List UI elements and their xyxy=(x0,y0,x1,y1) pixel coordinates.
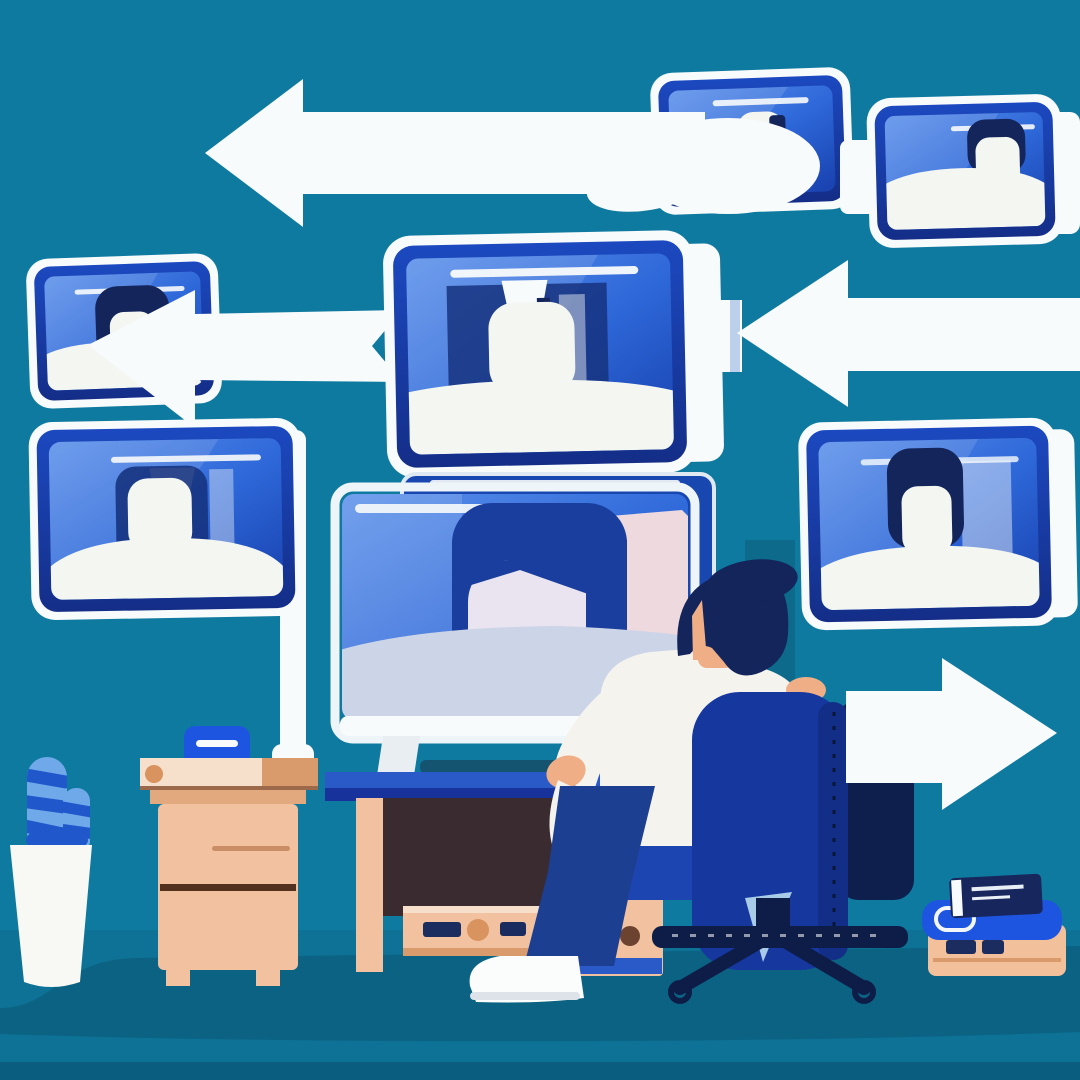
tray-under-line xyxy=(140,786,318,790)
avatar-head xyxy=(127,477,193,553)
avatar-body xyxy=(884,168,1046,231)
cactus-band xyxy=(27,795,67,814)
console-port xyxy=(500,922,526,936)
man-left-arm xyxy=(555,662,670,792)
console-knob xyxy=(467,919,489,941)
cactus-band xyxy=(27,768,67,789)
blue-box-stripe xyxy=(196,740,238,747)
cabinet-foot xyxy=(166,968,190,986)
book-top-spine xyxy=(951,879,963,917)
screen-top-far-right xyxy=(866,94,1064,248)
arrow-shape xyxy=(737,260,1080,407)
book-top-text-line xyxy=(971,884,1024,892)
cabinet-top-slab xyxy=(150,790,306,804)
connector-shade xyxy=(730,300,740,372)
avatar-body xyxy=(405,379,675,455)
plant xyxy=(10,757,92,987)
sneaker-sole xyxy=(470,992,580,1000)
cabinet-foot xyxy=(256,968,280,986)
tray-knob xyxy=(145,765,163,783)
console-port xyxy=(423,922,461,937)
man-sneaker xyxy=(469,956,584,1003)
chair-back xyxy=(692,692,848,970)
arrow-bottom-right xyxy=(846,658,1057,810)
man-left-hand xyxy=(546,755,586,789)
man-hair-top xyxy=(706,559,798,605)
plant-pot xyxy=(10,845,92,987)
screen-connector xyxy=(840,140,876,214)
keyboard xyxy=(420,760,560,774)
man-leg xyxy=(469,786,655,1003)
avatar-head xyxy=(488,301,576,395)
drawer-knob xyxy=(620,926,640,946)
drawer-cabinet xyxy=(140,726,318,986)
desk-leg-left xyxy=(356,798,383,972)
book-slot xyxy=(946,940,976,954)
monitor-main xyxy=(330,482,700,782)
arrow-mid-left xyxy=(88,290,402,428)
avatar-body xyxy=(818,545,1040,611)
cacti xyxy=(26,757,90,854)
avatar-body xyxy=(48,538,284,601)
chair-wheel xyxy=(852,980,876,1004)
arrow-mid-right xyxy=(688,260,1080,407)
floor-bottom-strip xyxy=(0,1062,1080,1080)
video-person-fringe xyxy=(468,556,588,594)
toolbar-line xyxy=(110,454,261,463)
man-cheek xyxy=(692,600,707,660)
book-stack xyxy=(922,873,1066,976)
drawer-divider xyxy=(160,884,296,891)
book-top xyxy=(949,873,1043,919)
cactus-band xyxy=(63,801,90,818)
office-chair xyxy=(652,692,914,1004)
arrow-tail-swoosh xyxy=(586,156,710,212)
under-desk-shadow xyxy=(380,798,570,916)
book-bottom-line xyxy=(933,958,1061,962)
arrow-top-left xyxy=(205,79,820,227)
screen-lower-left xyxy=(28,418,304,620)
light-panel xyxy=(960,460,1013,562)
man-pants-leg xyxy=(524,786,655,966)
chair-wheel xyxy=(668,980,692,1004)
avatar-face xyxy=(901,485,953,555)
leg-bar-highlights xyxy=(672,934,876,937)
drawer-handle xyxy=(212,846,290,851)
screen-right-lower xyxy=(798,417,1078,631)
monitor-stand xyxy=(376,736,420,782)
console-base xyxy=(403,948,593,956)
book-slot xyxy=(982,940,1004,954)
light-stripe xyxy=(209,468,235,558)
chair-back-edge xyxy=(818,702,848,960)
screen-center-top xyxy=(383,230,724,478)
toolbar-line xyxy=(450,266,639,278)
console-top-edge xyxy=(403,906,593,913)
arrow-shape xyxy=(205,79,705,227)
book-top-text-line xyxy=(972,895,1011,901)
video-person-body xyxy=(342,626,688,720)
toolbar-line xyxy=(712,97,809,107)
tray-shelf-end xyxy=(262,758,318,790)
